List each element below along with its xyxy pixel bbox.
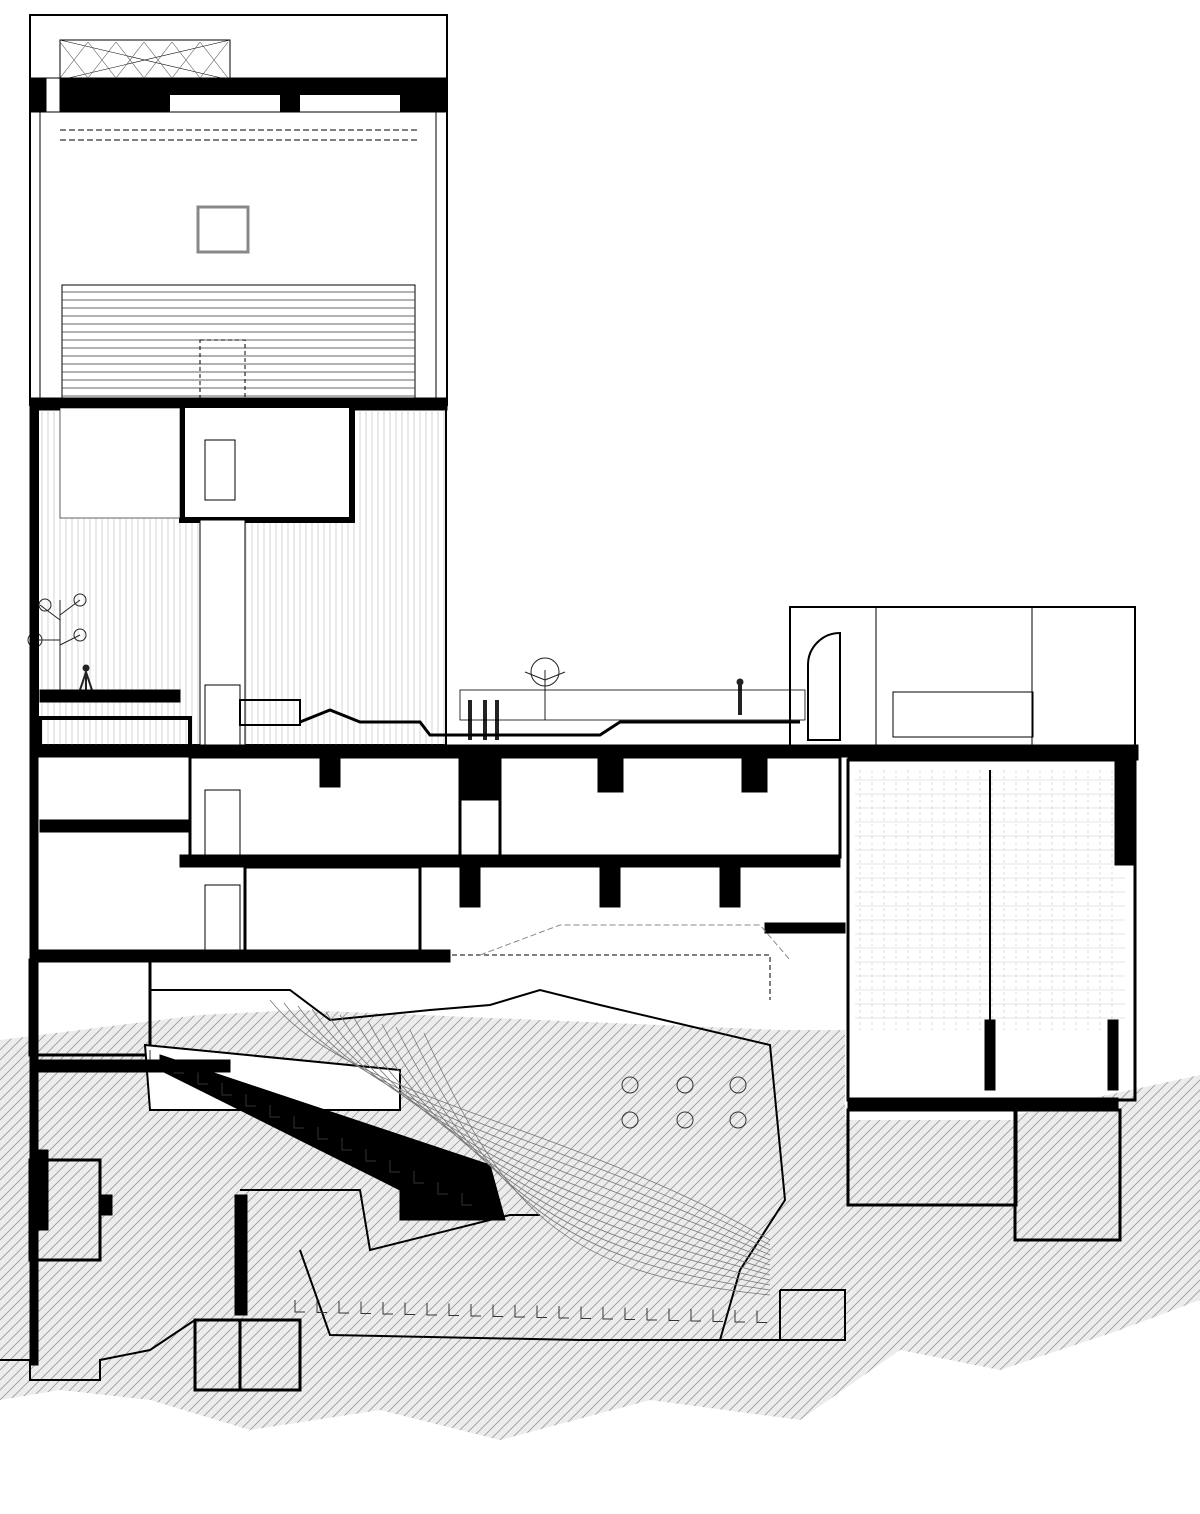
seat <box>360 1301 371 1314</box>
seat <box>404 1302 415 1315</box>
stage-light <box>729 1076 747 1094</box>
acoustic-contour <box>395 1026 771 1286</box>
seat <box>734 1310 745 1323</box>
acoustic-contour <box>423 1032 771 1296</box>
truss-member <box>59 41 89 79</box>
truss-member <box>171 41 201 79</box>
seat <box>470 1304 481 1317</box>
stage-light <box>676 1076 694 1094</box>
seat <box>461 1193 472 1206</box>
seat <box>448 1303 459 1316</box>
stage-light <box>729 1111 747 1129</box>
stage-light <box>621 1111 639 1129</box>
seat <box>245 1094 256 1107</box>
truss-member <box>115 41 145 79</box>
truss-member <box>199 41 229 79</box>
seat <box>221 1083 232 1096</box>
seat <box>558 1306 569 1319</box>
truss-member <box>87 41 117 79</box>
middle-volume <box>37 402 447 746</box>
seat <box>602 1307 613 1320</box>
seat <box>294 1300 305 1313</box>
seat <box>426 1303 437 1316</box>
seat <box>514 1305 525 1318</box>
seat <box>437 1182 448 1195</box>
stage-light <box>676 1111 694 1129</box>
floor-slabs <box>29 689 859 963</box>
seat <box>646 1308 657 1321</box>
seat <box>293 1116 304 1129</box>
acoustic-contour <box>269 999 771 1241</box>
seat <box>316 1300 327 1313</box>
acoustic-contour <box>353 1017 771 1271</box>
seat <box>624 1307 635 1320</box>
seat <box>580 1306 591 1319</box>
truss-member <box>143 41 173 79</box>
seat <box>389 1160 400 1173</box>
seat <box>269 1105 280 1118</box>
seat <box>756 1310 767 1323</box>
seat <box>338 1301 349 1314</box>
upper-tower <box>29 14 448 411</box>
seat <box>365 1149 376 1162</box>
acoustic-contour <box>367 1020 771 1276</box>
seat <box>413 1171 424 1184</box>
seat <box>690 1309 701 1322</box>
seat <box>492 1304 503 1317</box>
seat <box>668 1308 679 1321</box>
acoustic-contour <box>297 1005 771 1251</box>
acoustic-contour <box>339 1014 771 1266</box>
seat <box>536 1305 547 1318</box>
acoustic-contour <box>381 1023 771 1281</box>
acoustic-contour <box>311 1008 771 1256</box>
seat <box>317 1127 328 1140</box>
left-facade <box>29 404 248 1366</box>
stage-light <box>621 1076 639 1094</box>
seat <box>197 1072 208 1085</box>
seat <box>712 1309 723 1322</box>
tower-window <box>196 205 250 254</box>
acoustic-contour <box>409 1029 771 1291</box>
seat <box>382 1302 393 1315</box>
stage-fly-tower <box>789 606 1139 1242</box>
acoustic-contour <box>325 1011 771 1261</box>
acoustic-contour <box>283 1002 771 1246</box>
seat <box>341 1138 352 1151</box>
